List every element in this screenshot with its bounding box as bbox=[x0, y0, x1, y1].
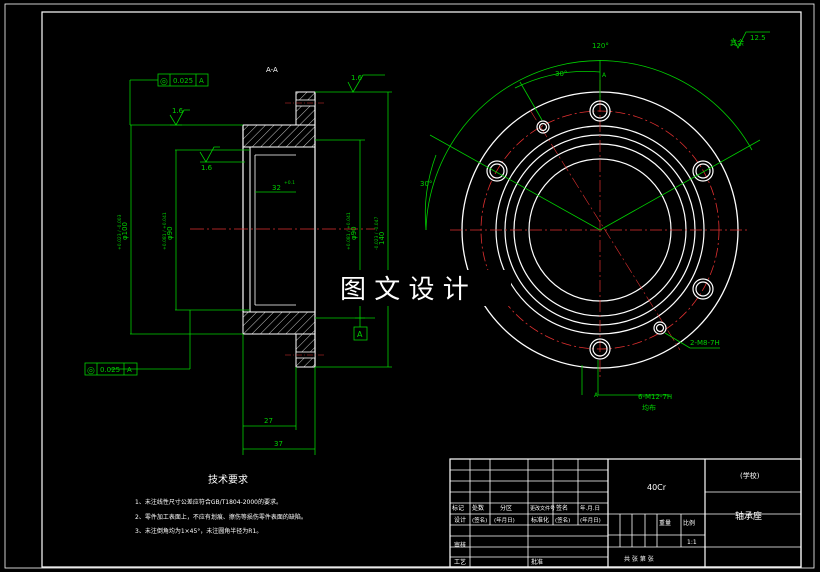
dim-32: 32 bbox=[272, 184, 281, 192]
dim-phi90-right: φ90 bbox=[350, 226, 358, 240]
svg-text:比例: 比例 bbox=[683, 519, 695, 527]
center-diag bbox=[529, 109, 681, 351]
svg-text:更改文件号: 更改文件号 bbox=[530, 505, 555, 512]
dim-phi100: φ100 bbox=[121, 222, 129, 240]
roughness-bore: 1.6 bbox=[199, 146, 220, 172]
svg-text:工艺: 工艺 bbox=[454, 558, 466, 566]
svg-text:A: A bbox=[357, 330, 363, 339]
hatch-top-body bbox=[242, 124, 316, 148]
tech-item-3: 3、未注倒角均为1×45°，未注圆角半径为R1。 bbox=[135, 527, 262, 535]
svg-text:签名: 签名 bbox=[556, 504, 568, 512]
svg-text:0.025: 0.025 bbox=[173, 77, 193, 85]
angle-120: 120° bbox=[592, 42, 609, 50]
svg-text:重量: 重量 bbox=[659, 519, 671, 527]
datum-a-top: A bbox=[602, 72, 607, 79]
dim-phi90-left: φ90 bbox=[166, 226, 174, 240]
school: (学校) bbox=[740, 471, 760, 480]
tech-requirements: 技术要求 1、未注线性尺寸公差应符合GB/T1804-2000的要求。 2、零件… bbox=[135, 473, 307, 535]
svg-text:设计: 设计 bbox=[454, 516, 466, 524]
front-view: 120° 30° 30° A A 6-M12-7H 均布 2-M8-7H 12.… bbox=[420, 31, 770, 412]
title-block-text: 标记 处数 分区 更改文件号 签名 年.月.日 设计 (签名) (年月日) 标准… bbox=[452, 471, 762, 566]
svg-text:(签名): (签名) bbox=[472, 516, 487, 524]
angle-dims bbox=[424, 31, 770, 396]
angle-30-left: 30° bbox=[420, 180, 432, 188]
dimension-lines bbox=[110, 79, 392, 455]
svg-text:1.6: 1.6 bbox=[172, 107, 184, 115]
material: 40Cr bbox=[647, 483, 667, 492]
dim-27: 27 bbox=[264, 417, 273, 425]
svg-text:(年月日): (年月日) bbox=[494, 516, 515, 524]
holes-note: 6-M12-7H bbox=[638, 393, 672, 401]
tech-title: 技术要求 bbox=[208, 473, 248, 486]
dim-140-tol: -0.023 / -0.047 bbox=[374, 216, 380, 250]
section-label: A-A bbox=[266, 66, 278, 74]
dim-phi100-tol: +0.023 / -0.003 bbox=[117, 214, 123, 250]
hatch-top-flange bbox=[295, 91, 316, 126]
svg-text:批准: 批准 bbox=[531, 558, 543, 566]
holes-note2: 均布 bbox=[642, 403, 656, 412]
svg-text:1.6: 1.6 bbox=[201, 164, 213, 172]
pin-note: 2-M8-7H bbox=[690, 339, 720, 347]
hatch-bottom-flange bbox=[295, 333, 316, 368]
datum-a-bottom: A bbox=[594, 392, 599, 399]
roughness-top: 1.6 bbox=[347, 74, 385, 93]
svg-text:(年月日): (年月日) bbox=[580, 516, 601, 524]
dim-32-tol: +0.1 bbox=[284, 180, 295, 186]
pin-holes bbox=[536, 120, 667, 335]
svg-text:年.月.日: 年.月.日 bbox=[580, 504, 600, 512]
datum-a-box: A bbox=[353, 326, 368, 341]
tech-item-1: 1、未注线性尺寸公差应符合GB/T1804-2000的要求。 bbox=[135, 498, 282, 506]
svg-text:共 张 第 张: 共 张 第 张 bbox=[624, 555, 654, 563]
tech-item-2: 2、零件加工表面上，不应有划痕、擦伤等损伤零件表面的缺陷。 bbox=[135, 513, 307, 521]
title-block bbox=[449, 458, 802, 568]
svg-text:◎: ◎ bbox=[87, 366, 95, 376]
svg-text:(签名): (签名) bbox=[555, 516, 570, 524]
tolerance-frame-bottom: ◎ 0.025 A bbox=[84, 362, 138, 376]
svg-text:A: A bbox=[199, 77, 204, 85]
roughness-left: 1.6 bbox=[169, 107, 190, 126]
svg-text:1.6: 1.6 bbox=[351, 74, 363, 82]
svg-text:◎: ◎ bbox=[160, 77, 168, 87]
svg-text:1:1: 1:1 bbox=[687, 539, 697, 546]
hatch-bottom-body bbox=[242, 311, 316, 335]
inner-border bbox=[41, 11, 802, 568]
tolerance-frame-top: ◎ 0.025 A bbox=[157, 73, 209, 87]
dim-37: 37 bbox=[274, 440, 283, 448]
svg-text:标记: 标记 bbox=[452, 504, 464, 512]
dim-phi90-right-tol: +0.081 / +0.041 bbox=[346, 212, 352, 250]
dim-phi90-left-tol: +0.081 / +0.041 bbox=[162, 212, 168, 250]
svg-text:审核: 审核 bbox=[454, 541, 466, 549]
angle-30-top: 30° bbox=[555, 70, 567, 78]
roughness-other-value: 12.5 bbox=[750, 34, 766, 42]
svg-text:0.025: 0.025 bbox=[100, 366, 120, 374]
part-name: 轴承座 bbox=[735, 510, 762, 522]
svg-text:处数: 处数 bbox=[472, 504, 484, 512]
dim-140: 140 bbox=[378, 232, 386, 245]
svg-text:标准化: 标准化 bbox=[531, 516, 549, 524]
outer-border bbox=[4, 3, 815, 569]
svg-text:分区: 分区 bbox=[500, 504, 512, 512]
roughness-other-label: 其余 bbox=[730, 38, 744, 47]
watermark-bg bbox=[333, 270, 511, 306]
svg-text:A: A bbox=[127, 366, 132, 374]
section-view: A-A bbox=[84, 66, 392, 455]
watermark: 图 文 设 计 bbox=[340, 275, 469, 305]
